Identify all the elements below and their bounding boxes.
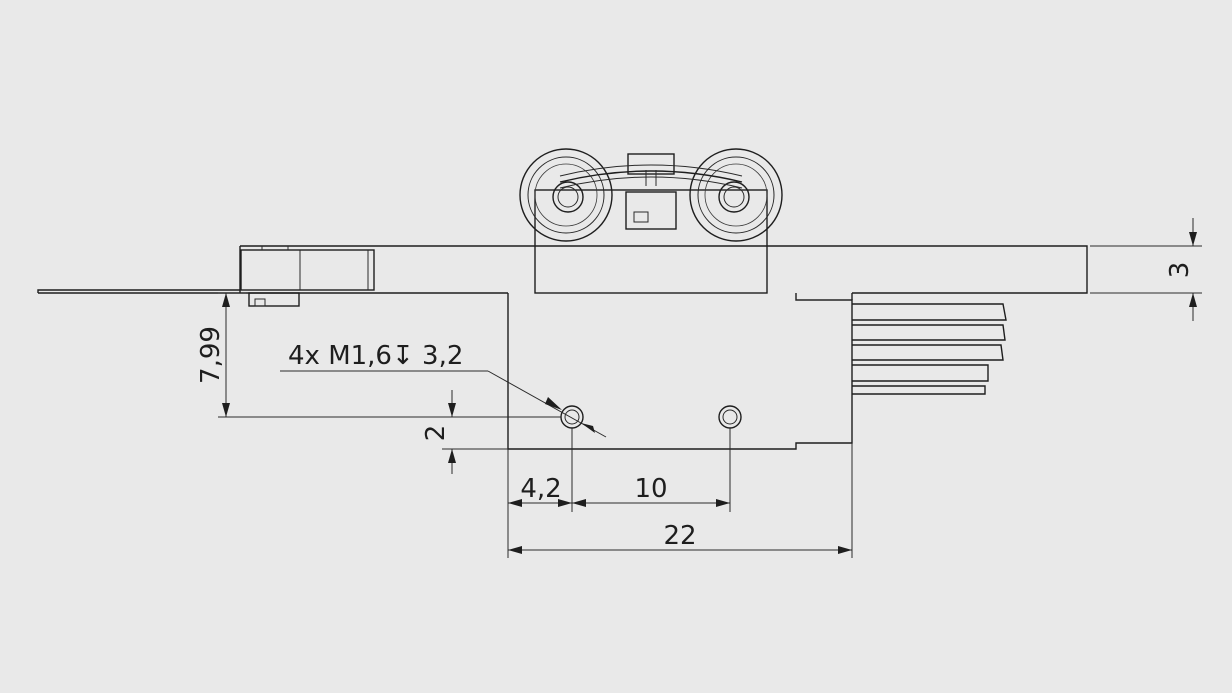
left-wheel <box>519 148 613 242</box>
dimension-3-label: 3 <box>1165 262 1195 279</box>
dimension-10: 10 <box>572 474 730 507</box>
dimension-3: 3 <box>1090 218 1202 321</box>
upper-housing <box>534 153 768 294</box>
mounting-plate <box>239 245 1088 294</box>
mounting-hole-left <box>560 405 584 429</box>
spring-lever <box>559 164 743 189</box>
dimension-2-label: 2 <box>421 425 451 442</box>
dimension-4-2-label: 4,2 <box>520 474 561 504</box>
dimension-10-label: 10 <box>634 474 667 504</box>
dimension-22: 22 <box>508 521 852 554</box>
connector-block <box>240 246 375 307</box>
dimension-4-2: 4,2 <box>508 474 572 507</box>
thread-callout-label: 4x M1,6↧ 3,2 <box>288 341 463 371</box>
mounting-hole-right <box>718 405 742 429</box>
dimension-22-label: 22 <box>663 521 696 551</box>
switch-body <box>507 293 853 450</box>
dimension-7-99: 7,99 <box>196 292 561 418</box>
thread-callout: 4x M1,6↧ 3,2 <box>280 341 607 438</box>
cable-ribbon <box>852 303 1007 395</box>
dimension-2: 2 <box>421 390 508 474</box>
right-wheel <box>689 148 783 242</box>
dimension-7-99-label: 7,99 <box>196 326 226 384</box>
